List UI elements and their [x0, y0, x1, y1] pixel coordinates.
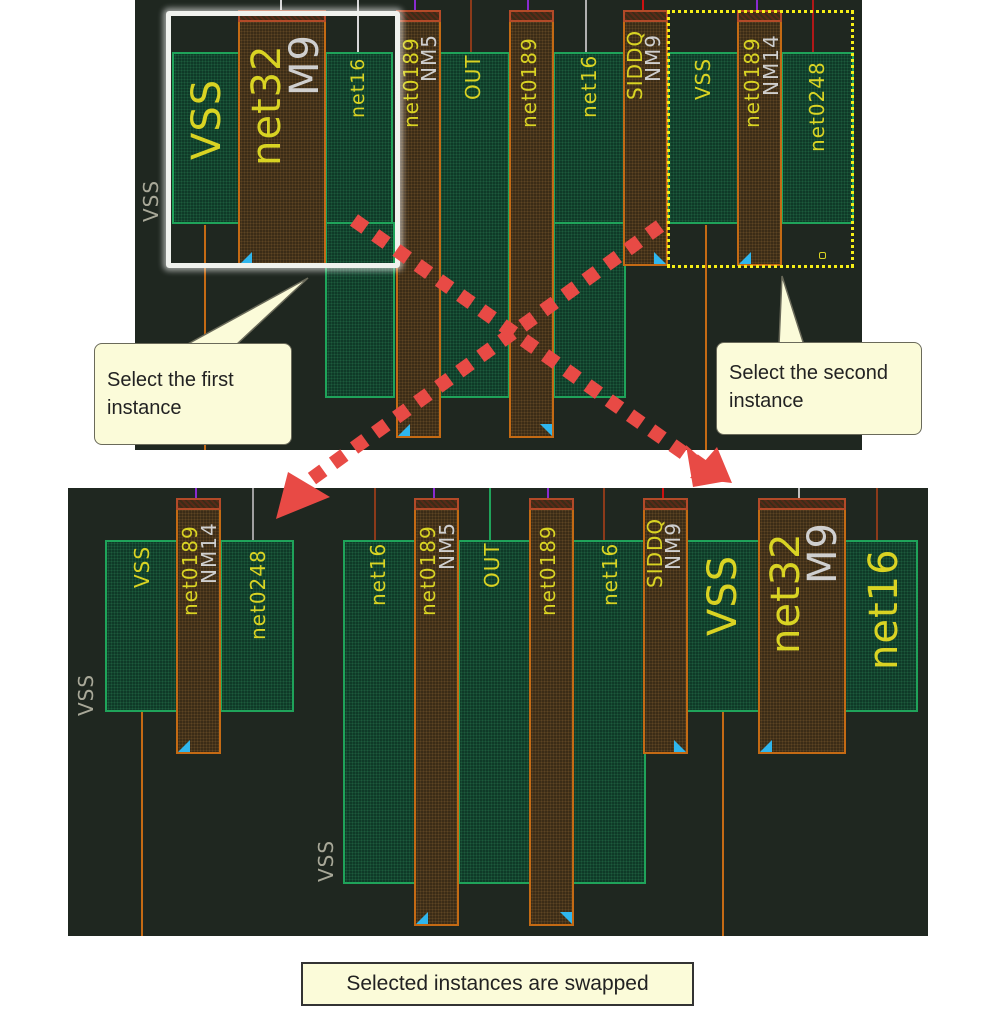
- pin-marker: [560, 912, 572, 924]
- pin-marker: [654, 252, 666, 264]
- layout-after-swap: VSS VSS net0189 NM14 net0248 net16 net01…: [68, 488, 928, 936]
- gate-m9[interactable]: [758, 498, 846, 754]
- caption-swapped: Selected instances are swapped: [301, 962, 694, 1006]
- wire: [585, 0, 587, 52]
- wire: [252, 488, 254, 540]
- gate-nm14[interactable]: [737, 10, 782, 266]
- callout-first-instance: Select the first instance: [94, 343, 292, 445]
- first-instance-selection[interactable]: [166, 11, 400, 268]
- wire: [662, 488, 664, 500]
- callout-second-text: Select the second instance: [729, 362, 888, 412]
- gate-nm14[interactable]: [176, 498, 221, 754]
- arrow-first-to-second: [349, 214, 707, 472]
- diffusion-vss: [172, 52, 242, 224]
- wire: [798, 488, 800, 500]
- diffusion-out: [458, 540, 532, 884]
- wire: [603, 488, 605, 540]
- arrow-second-to-first: [305, 220, 665, 486]
- gate-nm5[interactable]: [396, 10, 441, 438]
- gate-nm5[interactable]: [414, 498, 459, 926]
- gate-nm9[interactable]: [643, 498, 688, 754]
- wire: [195, 488, 197, 500]
- pin-marker: [540, 424, 552, 436]
- wire: [433, 488, 435, 500]
- wire: [470, 0, 472, 52]
- diffusion-net0248: [781, 52, 854, 224]
- callout-pointer: [185, 277, 309, 346]
- pin-marker: [674, 740, 686, 752]
- diffusion-net16-b: [572, 540, 646, 884]
- diffusion-lower: [325, 222, 395, 398]
- diffusion-vss: [105, 540, 179, 712]
- callout-second-instance: Select the second instance: [716, 342, 922, 435]
- diffusion-net16: [343, 540, 417, 884]
- wire: [527, 0, 529, 12]
- diffusion-vss-big: [686, 540, 760, 712]
- pin-marker: [760, 740, 772, 752]
- diffusion-vss-b: [667, 52, 741, 224]
- diffusion-net0248: [220, 540, 294, 712]
- pin-marker: [739, 252, 751, 264]
- callout-first-text: Select the first instance: [107, 369, 234, 419]
- pin-marker: [178, 740, 190, 752]
- origin-marker: [819, 252, 826, 259]
- wire: [642, 0, 644, 12]
- gate-nm5-b[interactable]: [509, 10, 554, 438]
- second-instance-selection[interactable]: [667, 10, 854, 268]
- arrowhead-left-icon: [276, 472, 330, 519]
- arrowhead-right-icon: [690, 447, 732, 483]
- pin-marker: [240, 252, 252, 264]
- wire: [705, 225, 707, 450]
- layout-before-swap: VSS VSS net32 M9 net16 net0189 NM5 OUT n…: [135, 0, 862, 450]
- wire: [812, 0, 814, 52]
- wire: [374, 488, 376, 540]
- callout-pointer: [778, 275, 806, 346]
- wire: [489, 488, 491, 540]
- diffusion-net16: [325, 52, 393, 224]
- pin-marker: [398, 424, 410, 436]
- pin-marker: [416, 912, 428, 924]
- wire: [876, 488, 878, 540]
- gate-nm5-b[interactable]: [529, 498, 574, 926]
- wire: [357, 0, 359, 52]
- wire: [722, 712, 724, 936]
- diffusion-out: [438, 52, 510, 398]
- wire: [756, 0, 758, 12]
- wire: [414, 0, 416, 12]
- wire: [547, 488, 549, 500]
- wire: [141, 712, 143, 936]
- diffusion-net16-b: [553, 52, 626, 224]
